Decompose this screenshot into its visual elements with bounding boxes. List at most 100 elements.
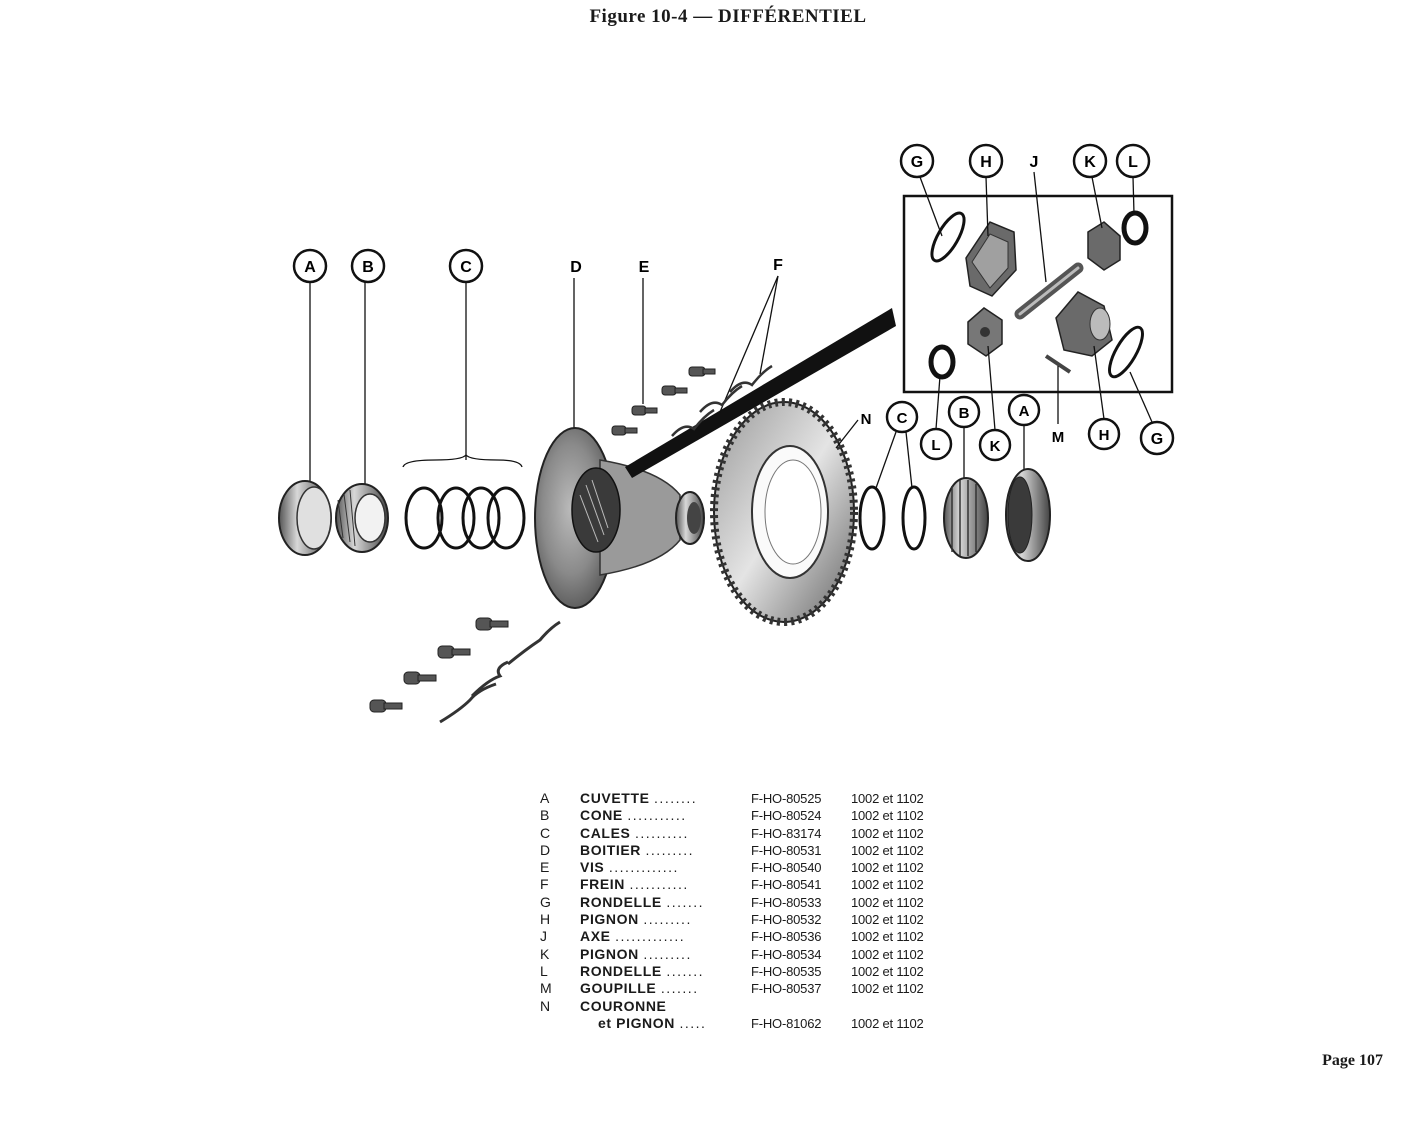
legend-leader-dots: ....... (660, 980, 699, 997)
legend-reference: F-HO-80524 (751, 808, 822, 824)
legend-letter: A (540, 790, 550, 806)
svg-text:C: C (460, 259, 472, 276)
part-e-vis-lower (369, 617, 509, 713)
legend-part-name: CONE ........... (580, 807, 751, 824)
legend-leader-dots: ......... (643, 945, 692, 962)
legend-leader-dots: ......... (645, 841, 694, 858)
legend-models: 1002 et 1102 (851, 981, 924, 997)
legend-part-label: et PIGNON (598, 1014, 675, 1031)
part-c-cales (404, 486, 526, 550)
callout-f: F (719, 257, 783, 413)
legend-models: 1002 et 1102 (851, 946, 924, 962)
part-c-cales-right (858, 485, 927, 551)
legend-row: M GOUPILLE ....... F-HO-80537 1002 et 1102 (536, 980, 951, 997)
legend-leader-dots: ............. (615, 928, 686, 945)
callout-n: N (835, 411, 871, 449)
legend-part-label: PIGNON (580, 911, 639, 928)
legend-reference: F-HO-80541 (751, 877, 822, 893)
legend-part-name: PIGNON ......... (580, 946, 751, 963)
legend-models: 1002 et 1102 (851, 791, 924, 806)
legend-reference: F-HO-80540 (751, 860, 822, 876)
legend-models: 1002 et 1102 (851, 894, 924, 910)
svg-text:D: D (570, 259, 582, 276)
callout-j: J (1030, 154, 1047, 283)
legend-letter: F (540, 876, 549, 893)
legend-part-label: GOUPILLE (580, 980, 657, 997)
legend-models: 1002 et 1102 (851, 963, 924, 979)
legend-letter: G (540, 893, 551, 910)
legend-letter: K (540, 945, 550, 962)
callout-c-left: C (402, 248, 523, 468)
part-b-cone-right (943, 477, 989, 559)
part-b-cone (335, 483, 389, 553)
callout-h-top: H (968, 143, 1004, 237)
legend-reference: F-HO-83174 (751, 825, 822, 841)
legend-letter: M (540, 980, 552, 997)
legend-part-name: BOITIER ......... (580, 842, 751, 859)
legend-reference: F-HO-81062 (751, 1015, 822, 1031)
legend-part-name: et PIGNON ..... (580, 1015, 751, 1032)
svg-text:A: A (304, 259, 316, 276)
legend-leader-dots: ....... (666, 893, 705, 910)
legend-models: 1002 et 1102 (851, 1015, 924, 1031)
svg-text:E: E (639, 259, 650, 276)
legend-part-name: COURONNE (580, 998, 751, 1015)
svg-text:L: L (931, 437, 940, 454)
svg-text:C: C (897, 410, 908, 427)
legend-part-label: PIGNON (580, 945, 639, 962)
svg-text:A: A (1019, 403, 1030, 420)
callout-l-top: L (1115, 143, 1151, 215)
legend-letter: C (540, 824, 551, 841)
callout-g-top: G (899, 143, 943, 237)
part-f-frein-upper (671, 364, 773, 437)
legend-leader-dots: ........... (629, 876, 689, 893)
legend-letter (536, 1015, 580, 1032)
svg-text:K: K (1084, 154, 1096, 171)
legend-part-label: CONE (580, 807, 623, 824)
part-a-cuvette (278, 480, 332, 556)
svg-text:K: K (990, 438, 1001, 455)
callout-e: E (639, 259, 650, 404)
legend-reference: F-HO-80531 (751, 842, 822, 858)
svg-text:H: H (980, 154, 992, 171)
callout-d: D (570, 259, 582, 440)
legend-reference (751, 998, 851, 1015)
legend-letter: L (540, 962, 548, 979)
exploded-diagram: A B C D (278, 143, 1175, 724)
legend-models: 1002 et 1102 (851, 842, 924, 858)
svg-text:F: F (773, 257, 783, 274)
part-d-boitier (534, 427, 705, 609)
legend-models: 1002 et 1102 (851, 860, 924, 876)
callout-a-right: A (1007, 393, 1041, 472)
callout-k-bottom: K (978, 345, 1012, 462)
legend-part-name: CALES .......... (580, 825, 751, 842)
legend-part-name: AXE ............. (580, 928, 751, 945)
callout-m: M (1052, 366, 1065, 446)
legend-part-label: CALES (580, 824, 631, 841)
legend-reference: F-HO-80532 (751, 912, 822, 928)
svg-text:B: B (959, 405, 970, 422)
legend-models: 1002 et 1102 (851, 825, 924, 841)
part-f-frein-lower (439, 620, 561, 724)
svg-text:B: B (362, 259, 374, 276)
callout-b-right: B (947, 395, 981, 478)
legend-part-label: FREIN (580, 876, 625, 893)
svg-text:M: M (1052, 429, 1065, 446)
legend-leader-dots: .......... (634, 824, 689, 841)
legend-part-label: BOITIER (580, 841, 641, 858)
svg-text:G: G (1151, 431, 1163, 448)
legend-reference: F-HO-80537 (751, 981, 822, 997)
legend-letter: B (540, 807, 550, 824)
legend-letter: N (540, 997, 551, 1014)
legend-row: et PIGNON .....F-HO-81062 1002 et 1102 (536, 1015, 951, 1032)
legend-part-label: VIS (580, 859, 605, 876)
legend-reference: F-HO-80536 (751, 929, 822, 945)
